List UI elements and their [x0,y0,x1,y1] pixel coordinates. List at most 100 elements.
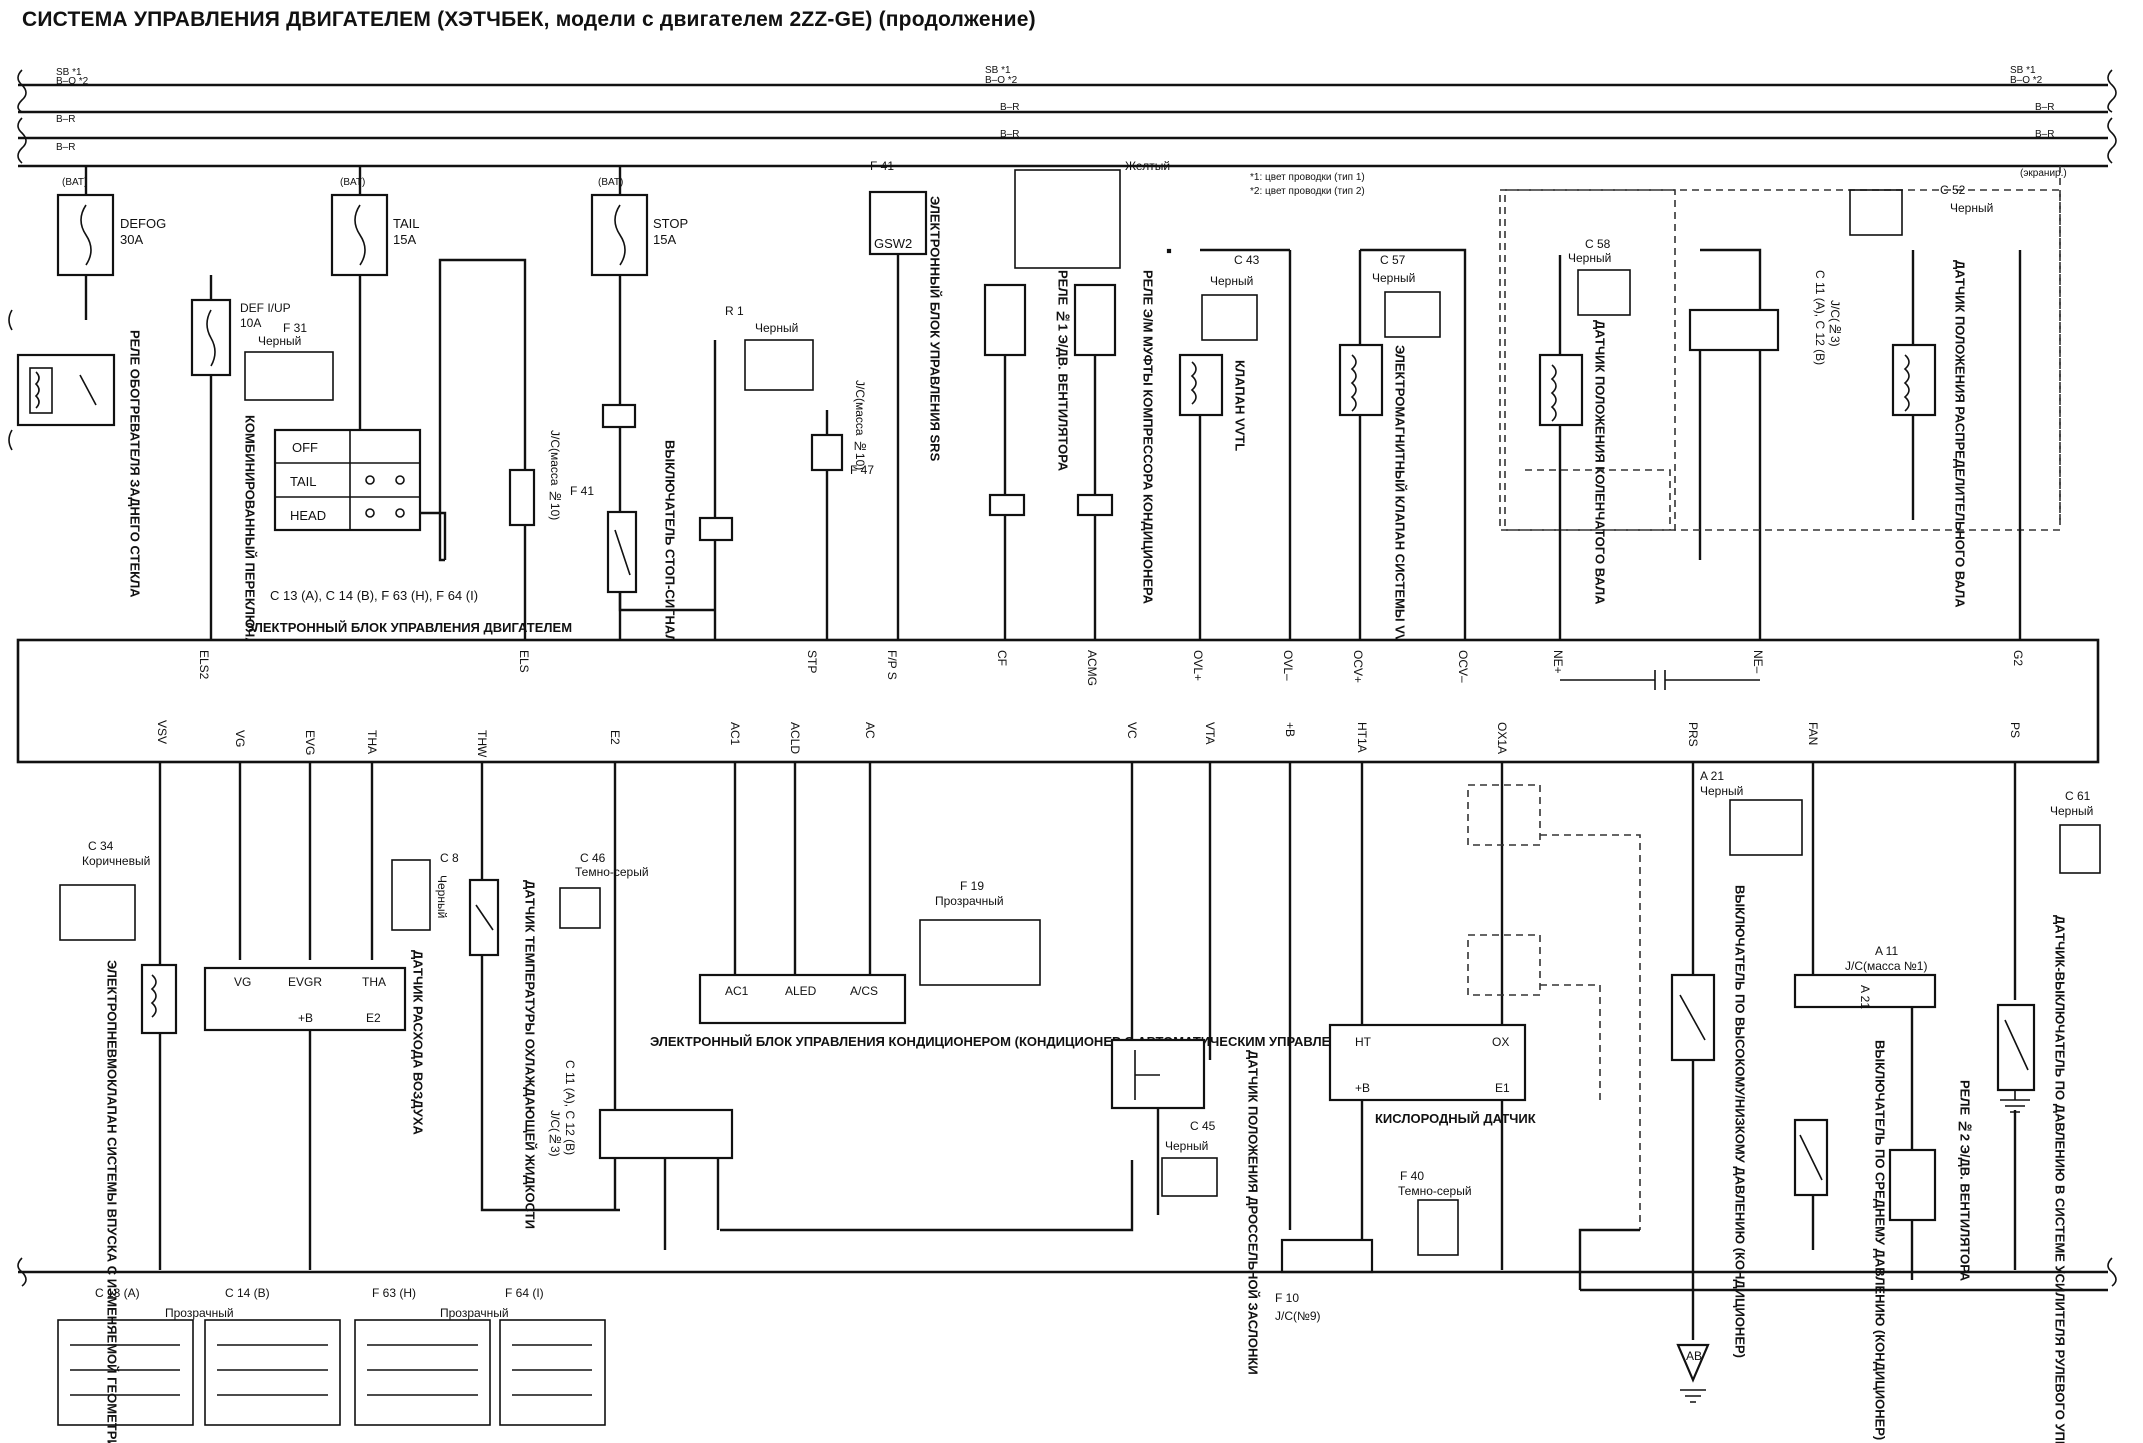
svg-text:Черный: Черный [1568,251,1611,265]
svg-text:THW: THW [475,730,489,758]
svg-text:C 43: C 43 [1234,253,1260,267]
svg-text:Прозрачный: Прозрачный [935,894,1004,908]
svg-text:GSW2: GSW2 [874,236,912,251]
svg-text:Желтый: Желтый [1125,159,1170,173]
svg-text:Прозрачный: Прозрачный [440,1306,509,1320]
jc9: F 10 J/C(№9) [1275,1238,1374,1323]
svg-text:C 46: C 46 [580,851,606,865]
svg-text:C 13 (A), C 14 (B), F 63 (H),: C 13 (A), C 14 (B), F 63 (H), F 64 (I) [270,588,478,603]
svg-text:Темно-серый: Темно-серый [1398,1184,1472,1198]
bus-label-sb-mid: SB *1 [985,65,1011,76]
vvt-valve: C 57 Черный ЭЛЕКТРОМАГНИТНЫЙ КЛАПАН СИСТ… [1338,248,1467,651]
svg-text:C 57: C 57 [1380,253,1406,267]
svg-text:AC: AC [863,722,877,739]
svg-text:Черный: Черный [1210,274,1253,288]
fuse-defog: (BAT) DEFOG 30A [56,166,166,320]
svg-text:ДАТЧИК-ВЫКЛЮЧАТЕЛЬ ПО ДАВЛЕНИЮ: ДАТЧИК-ВЫКЛЮЧАТЕЛЬ ПО ДАВЛЕНИЮ В СИСТЕМЕ… [2053,915,2068,1443]
throttle-position-sensor: C 45 Черный ДАТЧИК ПОЛОЖЕНИЯ ДРОССЕЛЬНОЙ… [1110,1038,1261,1375]
jc-f47: J/C(масса №10) F 47 [810,380,874,640]
svg-text:AC1: AC1 [725,984,749,998]
svg-text:РЕЛЕ ОБОГРЕВАТЕЛЯ ЗАДНЕГО СТЕК: РЕЛЕ ОБОГРЕВАТЕЛЯ ЗАДНЕГО СТЕКЛА [128,330,143,598]
ground-label: AB [1686,1349,1702,1363]
svg-text:F 10: F 10 [1275,1291,1299,1305]
svg-text:Коричневый: Коричневый [82,854,150,868]
svg-text:C 61: C 61 [2065,789,2091,803]
svg-text:PS: PS [2008,722,2022,738]
bus-label-br-3: B–R [2035,102,2054,113]
srs-ecu: F 41 GSW2 ЭЛЕКТРОННЫЙ БЛОК УПРАВЛЕНИЯ SR… [868,159,943,640]
vsv-valve: C 34 Коричневый ЭЛЕКТРОПНЕВМОКЛАПАН СИСТ… [59,839,178,1443]
jc3-top: C 11 (A), C 12 (B) J/C(№3) [1688,248,1842,640]
svg-text:ЭЛЕКТРОПНЕВМОКЛАПАН СИСТЕМЫ ВП: ЭЛЕКТРОПНЕВМОКЛАПАН СИСТЕМЫ ВПУСКА С ИЗМ… [105,960,120,1443]
svg-text:ACMG: ACMG [1085,650,1099,686]
svg-text:15A: 15A [653,232,676,247]
bus-label-sb: SB *1 [56,67,82,78]
svg-text:OX: OX [1492,1035,1509,1049]
bus-label-br-1: B–R [56,114,75,125]
connector-legend: C 13 (A) C 14 (B) Прозрачный F 63 (H) F … [57,1286,606,1426]
svg-text:КОМБИНИРОВАННЫЙ ПЕРЕКЛЮЧАТЕЛЬ: КОМБИНИРОВАННЫЙ ПЕРЕКЛЮЧАТЕЛЬ [243,415,258,681]
svg-text:TAIL: TAIL [290,474,317,489]
svg-text:OVL–: OVL– [1281,650,1295,681]
oxygen-sensor: HT OX +B E1 КИСЛОРОДНЫЙ ДАТЧИК F 40 Темн… [1328,1023,1536,1270]
svg-text:R 1: R 1 [725,304,744,318]
resistor-els [508,468,536,527]
svg-text:C 11 (A), C 12 (B): C 11 (A), C 12 (B) [563,1060,577,1155]
svg-text:(BAT): (BAT) [62,177,87,188]
svg-text:Черный: Черный [1372,271,1415,285]
svg-text:C 58: C 58 [1585,237,1611,251]
bus-label-bo-right: B–O *2 [2010,75,2043,86]
svg-text:ЭЛЕКТРОННЫЙ БЛОК УПРАВЛЕНИЯ SR: ЭЛЕКТРОННЫЙ БЛОК УПРАВЛЕНИЯ SRS [928,196,943,462]
cam-sensor: C 52 Черный ДАТЧИК ПОЛОЖЕНИЯ РАСПРЕДЕЛИТ… [1499,183,2061,640]
svg-text:ВЫКЛЮЧАТЕЛЬ СТОП-СИГНАЛОВ: ВЫКЛЮЧАТЕЛЬ СТОП-СИГНАЛОВ [663,440,678,663]
svg-text:РЕЛЕ №2 Э/ДВ. ВЕНТИЛЯТОРА: РЕЛЕ №2 Э/ДВ. ВЕНТИЛЯТОРА [1958,1080,1973,1282]
svg-text:CF: CF [995,650,1009,666]
bottom-wires [158,762,2017,1270]
svg-text:FAN: FAN [1806,722,1820,745]
ac-ecu: AC1 ALED A/CS F 19 Прозрачный ЭЛЕКТРОННЫ… [650,879,1373,1049]
fan-relay-1: РЕЛЕ №1 Э/ДВ. ВЕНТИЛЯТОРА [983,270,1071,640]
svg-text:F 41: F 41 [570,484,594,498]
ecu-bottom-pins: VSV VG EVG THA THW E2 AC1 ACLD AC VC VTA… [155,720,2022,758]
jc3-bottom: C 11 (A), C 12 (B) J/C(№3) [548,1060,734,1250]
svg-text:ВЫКЛЮЧАТЕЛЬ ПО ВЫСОКОМУ/НИЗКОМ: ВЫКЛЮЧАТЕЛЬ ПО ВЫСОКОМУ/НИЗКОМУ ДАВЛЕНИЮ… [1733,885,1748,1358]
svg-text:VTA: VTA [1203,722,1217,744]
fuse-stop: (BAT) STOP 15A [590,166,688,640]
svg-text:HT1A: HT1A [1355,722,1369,753]
bus-label-bo: B–O *2 [56,76,89,87]
wire-note-2: *2: цвет проводки (тип 2) [1250,186,1365,197]
svg-text:F 41: F 41 [870,159,894,173]
svg-text:C 34: C 34 [88,839,114,853]
svg-text:ДАТЧИК РАСХОДА ВОЗДУХА: ДАТЧИК РАСХОДА ВОЗДУХА [411,950,426,1135]
svg-text:Прозрачный: Прозрачный [165,1306,234,1320]
page-title: СИСТЕМА УПРАВЛЕНИЯ ДВИГАТЕЛЕМ (ХЭТЧБЕК, … [22,8,1036,31]
vvtl-valve: C 43 Черный КЛАПАН VVTL [1166,248,1292,640]
svg-text:+B: +B [1283,722,1297,737]
svg-text:HT: HT [1355,1035,1372,1049]
svg-text:A 21: A 21 [1700,769,1724,783]
wire-tail-els [438,258,527,640]
fuse-tail: (BAT) TAIL 15A [330,166,420,420]
svg-text:F 19: F 19 [960,879,984,893]
svg-text:F 64 (I): F 64 (I) [505,1286,544,1300]
svg-text:30A: 30A [120,232,143,247]
svg-text:ЭЛЕКТРОННЫЙ БЛОК УПРАВЛЕНИЯ КО: ЭЛЕКТРОННЫЙ БЛОК УПРАВЛЕНИЯ КОНДИЦИОНЕРО… [650,1034,1373,1049]
svg-text:EVG: EVG [303,730,317,755]
svg-text:HEAD: HEAD [290,508,326,523]
wire-note-1: *1: цвет проводки (тип 1) [1250,172,1365,183]
svg-text:C 14 (B): C 14 (B) [225,1286,270,1300]
shield-o2-1 [1467,784,1541,846]
engine-ecu: ЭЛЕКТРОННЫЙ БЛОК УПРАВЛЕНИЯ ДВИГАТЕЛЕМ C… [16,588,2100,764]
svg-text:J/C(№3): J/C(№3) [548,1110,562,1157]
maf-sensor: VG EVGR THA +B E2 C 8 Черный ДАТЧИК РАСХ… [203,851,459,1135]
svg-text:Черный: Черный [1950,201,1993,215]
svg-text:+B: +B [298,1011,313,1025]
svg-text:OCV+: OCV+ [1351,650,1365,683]
svg-text:PRS: PRS [1686,722,1700,747]
high-low-pressure-switch: A 21 Черный ВЫКЛЮЧАТЕЛЬ ПО ВЫСОКОМУ/НИЗК… [1670,769,1803,1358]
jc-mass10-label: J/C(масса №10) [548,430,562,520]
bottom-bus: AB [17,1228,2117,1403]
svg-text:VC: VC [1125,722,1139,739]
svg-text:ДАТЧИК ПОЛОЖЕНИЯ РАСПРЕДЕЛИТЕЛ: ДАТЧИК ПОЛОЖЕНИЯ РАСПРЕДЕЛИТЕЛЬНОГО ВАЛА [1953,260,1968,608]
svg-text:F/P S: F/P S [885,650,899,680]
